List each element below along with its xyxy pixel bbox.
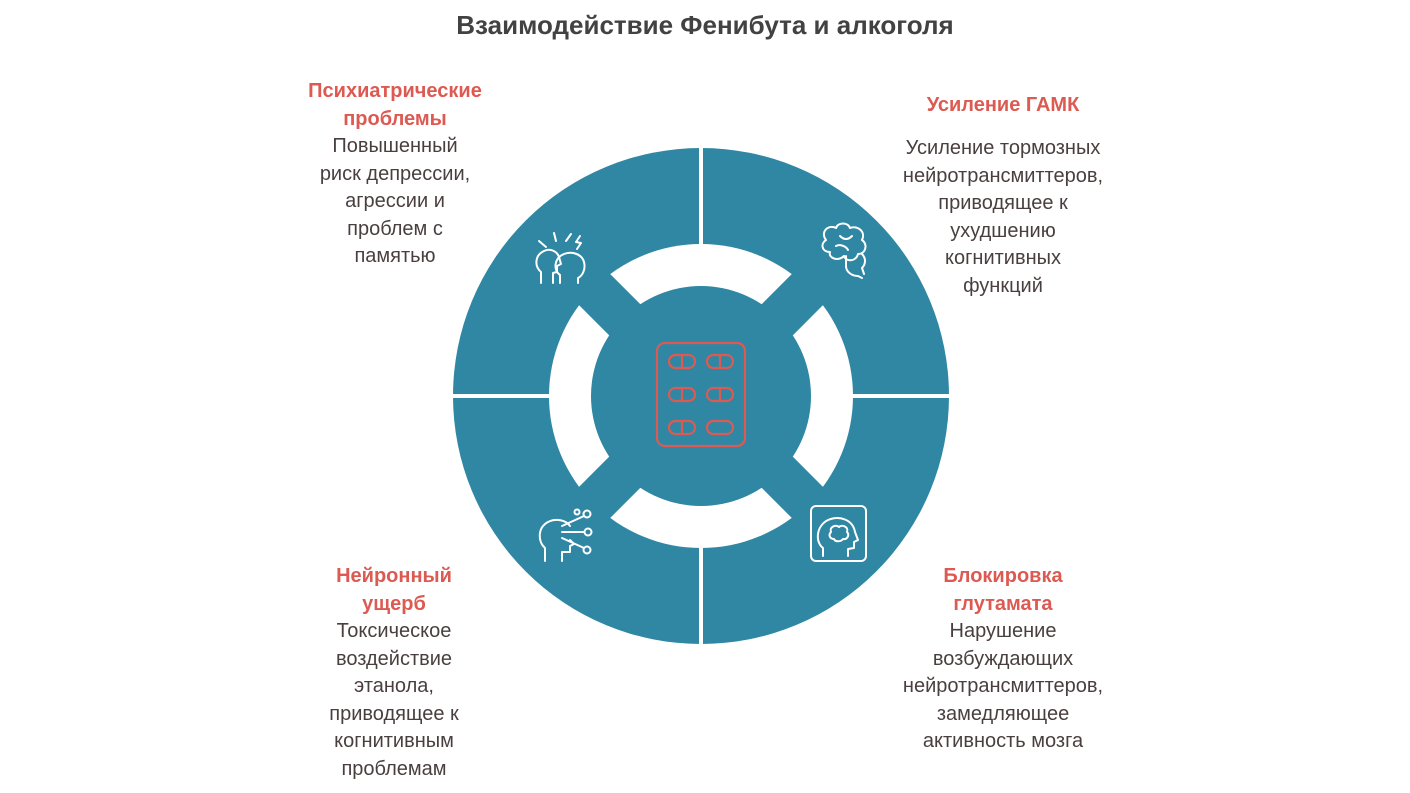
- description-line: проблемам: [341, 757, 447, 780]
- description-line: ухудшению: [950, 219, 1056, 242]
- description-line: агрессии и: [345, 190, 445, 213]
- description-line: риск депрессии,: [319, 162, 471, 185]
- description-line: нейротрансмиттеров,: [902, 675, 1104, 698]
- section-description: Повышенный риск депрессии, агрессии и пр…: [265, 133, 525, 271]
- description-line: нейротрансмиттеров,: [902, 164, 1104, 187]
- section-heading: Блокировка глутамата: [873, 562, 1133, 618]
- description-line: когнитивных: [945, 247, 1061, 270]
- heading-line: Нейронный: [336, 565, 452, 587]
- description-line: Усиление тормозных: [905, 137, 1101, 159]
- description-line: воздействие: [335, 647, 453, 670]
- section-psychiatric-problems: Психиатрические проблемы Повышенный риск…: [265, 77, 525, 271]
- neural-head-icon: [538, 508, 593, 562]
- description-line: когнитивным: [334, 730, 454, 753]
- section-neuronal-damage: Нейронный ущерб Токсическое воздействие …: [264, 562, 524, 784]
- description-line: активность мозга: [922, 730, 1084, 753]
- description-line: Токсическое: [336, 620, 452, 642]
- brain-head-icon: [821, 222, 867, 279]
- heading-line: проблемы: [343, 108, 447, 130]
- section-description: Усиление тормозных нейротрансмиттеров, п…: [873, 135, 1133, 301]
- center-circle: [591, 286, 811, 506]
- brain-profile-frame-icon: [810, 505, 867, 562]
- heading-line: ущерб: [362, 593, 426, 615]
- heading-line: Психиатрические: [308, 80, 482, 102]
- section-description: Нарушение возбуждающих нейротрансмиттеро…: [873, 618, 1133, 756]
- section-gaba-enhancement: Усиление ГАМК Усиление тормозных нейротр…: [873, 91, 1133, 301]
- heading-line: Усиление ГАМК: [926, 94, 1080, 116]
- heading-line: глутамата: [953, 593, 1053, 615]
- description-line: замедляющее: [936, 702, 1070, 725]
- quadrant-dividers: [451, 146, 951, 646]
- description-line: памятью: [354, 245, 436, 268]
- pill-blister-pack-icon: [655, 341, 747, 448]
- section-heading: Нейронный ущерб: [264, 562, 524, 618]
- description-line: возбуждающих: [932, 647, 1074, 670]
- description-line: Нарушение: [949, 620, 1057, 642]
- section-heading: Усиление ГАМК: [873, 91, 1133, 119]
- page-title: Взаимодействие Фенибута и алкоголя: [456, 10, 954, 40]
- stressed-head-icon: [535, 232, 586, 284]
- description-line: функций: [963, 274, 1043, 297]
- description-line: этанола,: [354, 675, 434, 698]
- description-line: проблем с: [347, 217, 443, 240]
- section-description: Токсическое воздействие этанола, приводя…: [264, 618, 524, 784]
- description-line: Повышенный: [332, 135, 458, 157]
- description-line: приводящее к: [329, 702, 459, 725]
- section-heading: Психиатрические проблемы: [265, 77, 525, 133]
- description-line: приводящее к: [938, 192, 1068, 215]
- section-glutamate-blocking: Блокировка глутамата Нарушение возбуждаю…: [873, 562, 1133, 756]
- heading-line: Блокировка: [943, 565, 1063, 587]
